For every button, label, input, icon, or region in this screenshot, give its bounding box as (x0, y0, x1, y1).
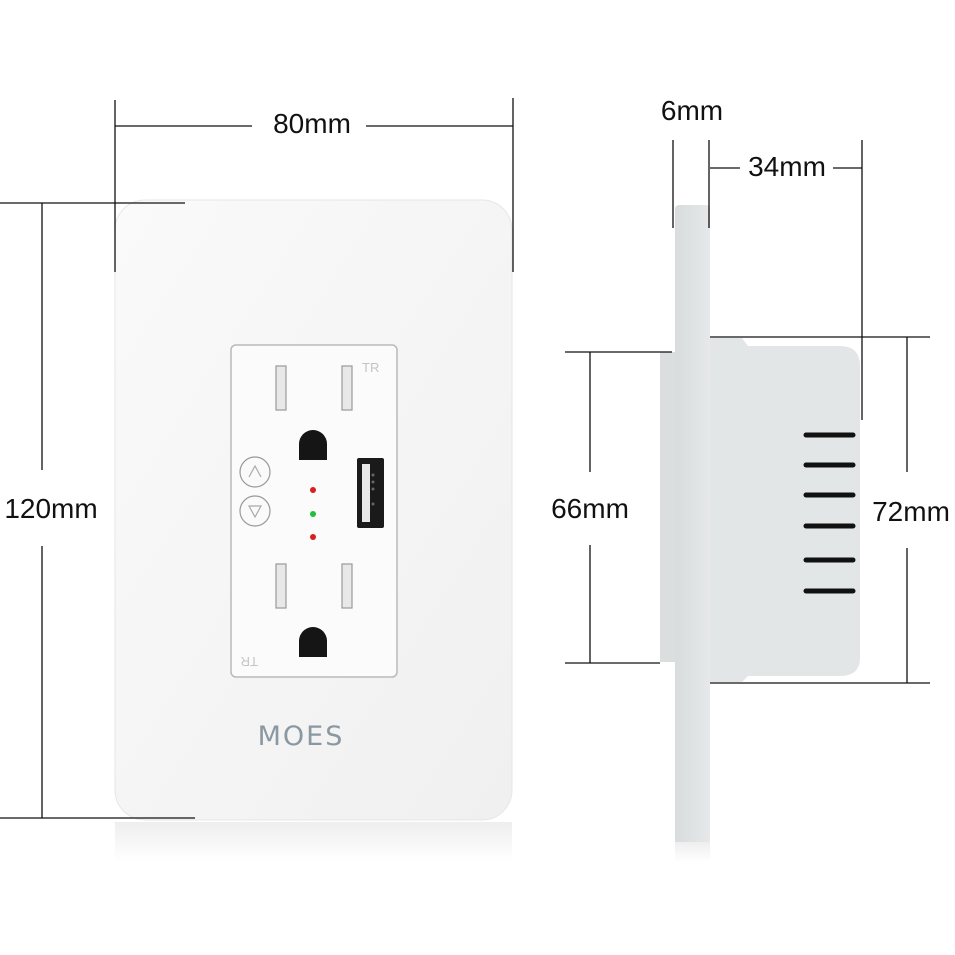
side-view (660, 205, 860, 862)
front-view: TR TR MOES (114, 199, 513, 862)
usb-port (357, 458, 384, 528)
vent-slots (803, 432, 856, 594)
brand-logo: MOES (258, 721, 345, 752)
down-button[interactable] (239, 495, 271, 527)
front-dimension-lines (0, 98, 514, 819)
protrusion-height-label: 66mm (551, 493, 629, 524)
front-protrusion (660, 352, 676, 662)
ground-hole-bottom (299, 627, 327, 657)
led-indicator-middle (310, 511, 316, 517)
side-reflection (675, 842, 710, 862)
triangle-down-icon (247, 505, 263, 519)
led-indicator-top (310, 487, 316, 493)
side-dimension-lines (565, 140, 930, 684)
thickness-label: 6mm (661, 95, 723, 126)
slot-bottom-left (275, 563, 287, 609)
outlet-slots (275, 365, 353, 609)
led-indicator-bottom (310, 534, 316, 540)
body-height-label: 72mm (872, 496, 950, 527)
up-button[interactable] (239, 456, 271, 488)
slot-bottom-right (341, 563, 353, 609)
tr-mark-bottom: TR (241, 654, 258, 669)
width-label: 80mm (273, 108, 351, 139)
height-label: 120mm (4, 493, 97, 524)
back-box (710, 338, 860, 682)
tr-mark-top: TR (362, 360, 379, 375)
depth-label: 34mm (748, 151, 826, 182)
plate-reflection (115, 822, 512, 862)
slot-top-right (341, 365, 353, 411)
ground-hole-top (299, 430, 327, 460)
slot-top-left (275, 365, 287, 411)
outlet-module (230, 344, 398, 678)
side-plate (675, 205, 710, 845)
chevron-up-icon (248, 464, 262, 478)
